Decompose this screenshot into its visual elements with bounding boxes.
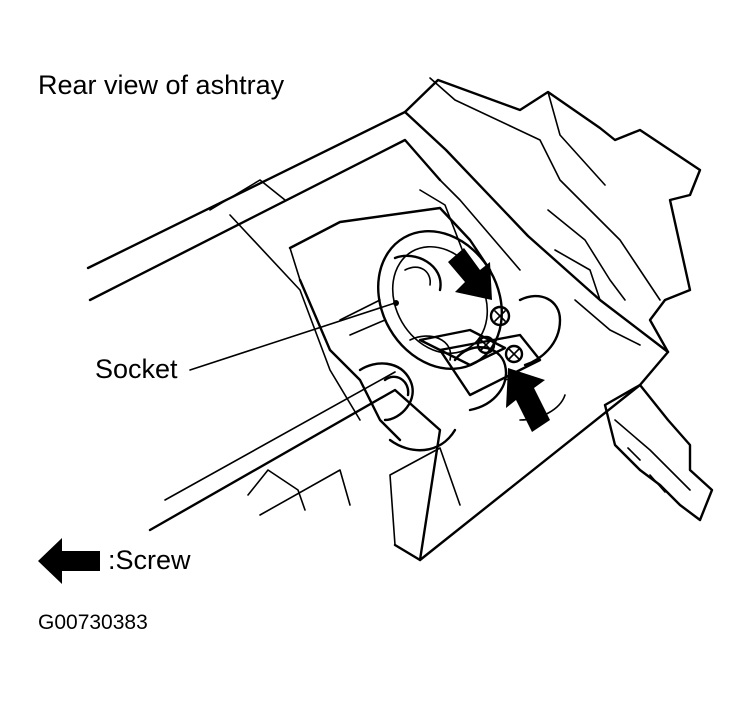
diagram-title: Rear view of ashtray — [38, 70, 285, 100]
screw-arrow-lower — [506, 368, 550, 432]
screw-lower — [504, 344, 524, 364]
socket-leader-dot — [393, 300, 399, 306]
figure-id: G00730383 — [38, 611, 148, 634]
screw-upper — [489, 305, 511, 327]
socket-callout-label: Socket — [95, 354, 178, 384]
screw-middle — [476, 335, 496, 355]
socket-leader-line — [189, 302, 396, 371]
connector-tab — [603, 383, 714, 522]
legend-screw-label: :Screw — [108, 545, 191, 575]
ashtray-housing — [86, 77, 702, 562]
bold-left-arrow-icon — [38, 538, 100, 584]
screw-arrow-upper — [448, 248, 492, 300]
